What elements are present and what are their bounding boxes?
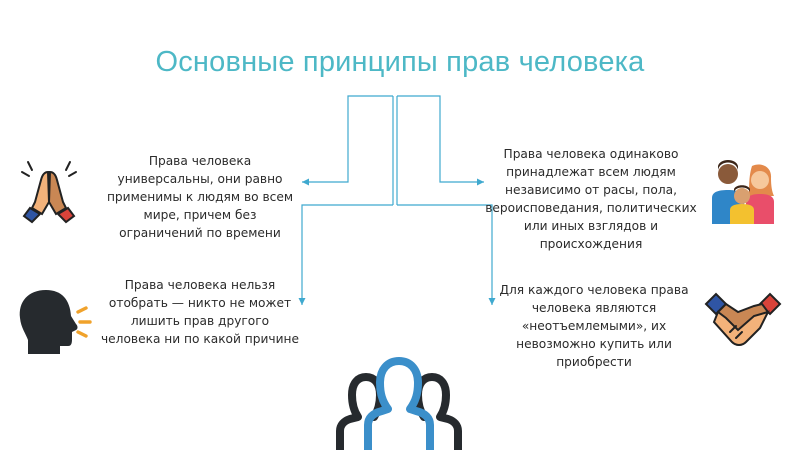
people-group-icon (336, 357, 462, 450)
principle-inalienable: Права человека нельзя отобрать — никто н… (100, 278, 300, 346)
page-title: Основные принципы прав человека (155, 46, 645, 78)
praying-hands-icon (21, 161, 77, 224)
principle-unpurchasable: Для каждого человека права человека явля… (499, 283, 689, 369)
family-icon (712, 160, 774, 224)
speaking-head-icon (19, 290, 92, 354)
handshake-icon (704, 292, 782, 346)
principle-universal: Права человека универсальны, они равно п… (106, 154, 294, 240)
principle-equal: Права человека одинаково принадлежат все… (485, 147, 697, 251)
